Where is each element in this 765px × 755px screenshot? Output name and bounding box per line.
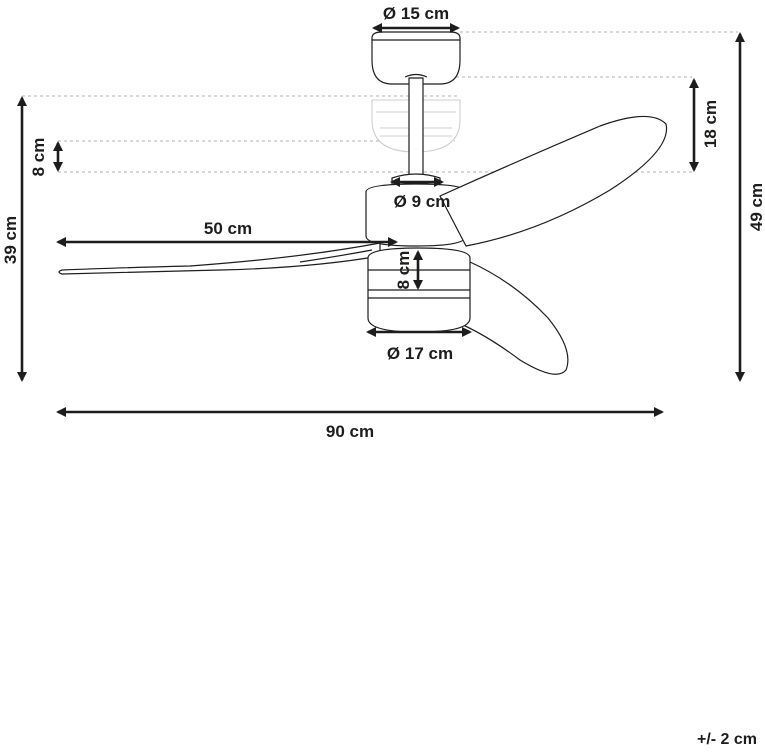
- fan-height-label: 39 cm: [1, 216, 20, 264]
- down-rod: [408, 77, 424, 185]
- adjust-range-label: 8 cm: [29, 138, 48, 177]
- dimension-arrows: [17, 23, 745, 417]
- overall-height-label: 49 cm: [747, 183, 765, 231]
- dimension-labels: Ø 15 cm Ø 9 cm Ø 17 cm 50 cm 90 cm 49 cm…: [1, 4, 765, 441]
- rod-diameter-label: Ø 9 cm: [394, 192, 451, 211]
- right-upper-blade: [439, 115, 668, 247]
- left-blade: [58, 242, 381, 275]
- overall-width-label: 90 cm: [326, 422, 374, 441]
- motor-height-label: 8 cm: [394, 251, 413, 290]
- ceiling-fan-drawing: [58, 31, 668, 375]
- right-lower-blade: [445, 261, 569, 375]
- tolerance-note: +/- 2 cm: [696, 731, 757, 748]
- canopy-diameter-label: Ø 15 cm: [383, 4, 449, 23]
- rod-length-label: 18 cm: [701, 100, 720, 148]
- motor-diameter-label: Ø 17 cm: [387, 344, 453, 363]
- blade-length-label: 50 cm: [204, 219, 252, 238]
